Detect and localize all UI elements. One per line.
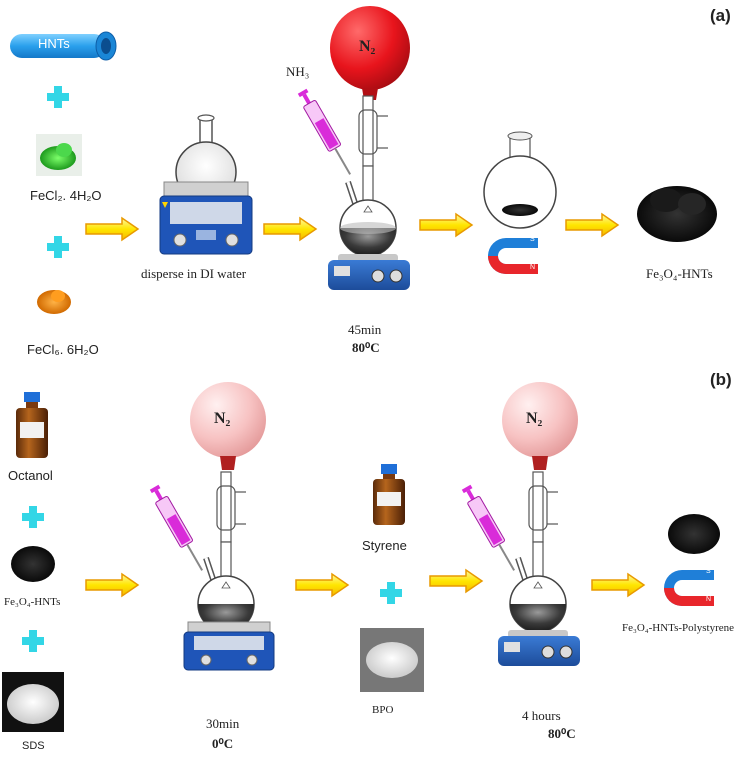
process-arrow [565, 213, 619, 237]
n2-label-b-left: N₂ [214, 410, 231, 427]
black-powder-image [637, 186, 717, 242]
magnet-icon [664, 570, 714, 606]
styrene-bottle-image [373, 464, 405, 525]
red-balloon-illustration [330, 6, 410, 100]
syringe-illustration [149, 484, 203, 571]
panel-label-a: (a) [710, 6, 731, 25]
process-arrow [295, 573, 349, 597]
time-label-a: 45min [348, 322, 382, 337]
panel-label-b: (b) [710, 370, 732, 389]
plus-icon [22, 630, 44, 652]
octanol-bottle-image [16, 392, 48, 458]
orange-powder-image [37, 290, 71, 314]
process-arrow [263, 217, 317, 241]
bpo-powder-image [360, 628, 424, 692]
n2-label-b-right: N₂ [526, 410, 543, 427]
plus-icon [47, 86, 69, 108]
syringe-illustration [461, 484, 515, 571]
hnts-tube-illustration [10, 31, 117, 61]
sds-powder-image [2, 672, 64, 732]
process-arrow [85, 217, 139, 241]
plus-icon [380, 582, 402, 604]
reflux-apparatus-illustration [328, 95, 410, 290]
octanol-label: Octanol [8, 468, 53, 483]
bpo-label: BPO [372, 704, 394, 716]
black-powder-image [11, 546, 55, 582]
styrene-label: Styrene [362, 538, 407, 553]
magnetic-separation-illustration [483, 131, 557, 229]
disperse-label: disperse in DI water [141, 266, 247, 281]
pink-balloon-illustration [190, 382, 266, 470]
sds-label: SDS [22, 740, 45, 752]
pink-balloon-illustration [502, 382, 578, 470]
reflux-apparatus-illustration [498, 471, 580, 666]
magnet-s-label: S [706, 568, 711, 575]
product-label-a: Fe₃O₄-HNTs [646, 266, 713, 281]
green-powder-image [36, 134, 82, 176]
magnet-icon [488, 238, 538, 274]
fecl2-label: FeCl₂. 4H₂O [30, 188, 102, 203]
syringe-illustration [297, 88, 351, 175]
reflux-ultrasonic-illustration [183, 471, 275, 671]
process-arrow [591, 573, 645, 597]
magnet-n-label: N [706, 596, 712, 603]
black-powder-image [668, 514, 720, 554]
magnet-n-label: N [530, 264, 536, 271]
ultrasonic-bath-illustration [159, 114, 253, 255]
fe3o4-hnts-label-b: Fe₃O₄-HNTs [4, 596, 61, 608]
n2-label-a: N₂ [359, 38, 376, 55]
process-arrow [85, 573, 139, 597]
nh3-label: NH₃ [286, 64, 310, 79]
product-label-b: Fe₃O₄-HNTs-Polystyrene [622, 622, 734, 634]
time-label-b-left: 30min [206, 716, 240, 731]
magnet-s-label: S [530, 236, 535, 243]
temp-label-a: 80⁰C [352, 340, 380, 355]
time-label-b-right: 4 hours [522, 708, 561, 723]
process-arrow [419, 213, 473, 237]
temp-label-b-right: 80⁰C [548, 726, 576, 741]
hnts-tube-label: HNTs [38, 36, 70, 51]
fecl3-label: FeCl₆. 6H₂O [27, 342, 99, 357]
temp-label-b-left: 0⁰C [212, 736, 234, 751]
plus-icon [47, 236, 69, 258]
plus-icon [22, 506, 44, 528]
